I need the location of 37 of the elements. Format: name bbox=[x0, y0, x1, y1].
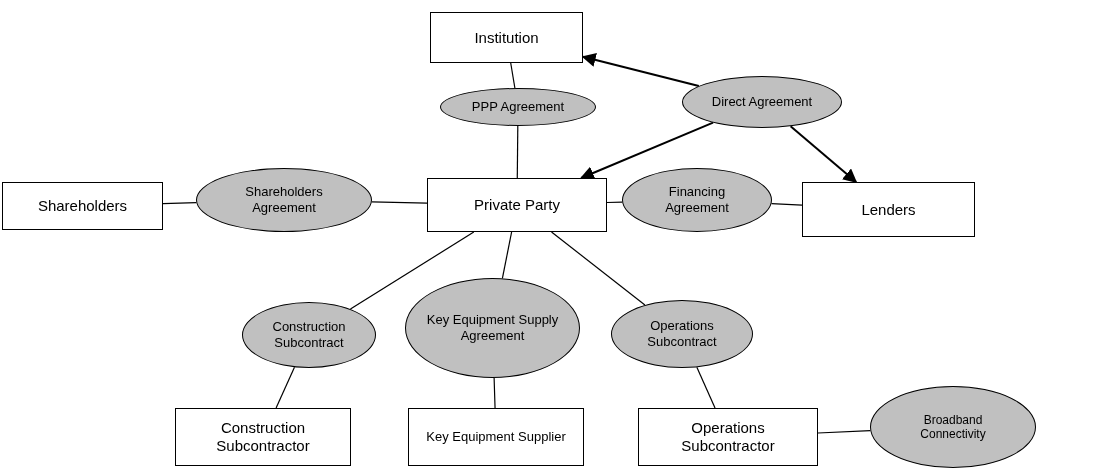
node-label: Shareholders Agreement bbox=[244, 184, 324, 216]
node-label: Financing Agreement bbox=[664, 184, 730, 216]
connector-line bbox=[493, 377, 496, 409]
party-box bbox=[427, 178, 607, 232]
node-label: Shareholders bbox=[37, 197, 128, 215]
node-label: Private Party bbox=[474, 196, 560, 214]
connector-line bbox=[510, 62, 516, 89]
node-label: Construction Subcontract bbox=[271, 319, 347, 351]
node-label: Operations Subcontractor bbox=[680, 419, 776, 455]
arrow bbox=[581, 53, 700, 88]
connector-line bbox=[275, 366, 296, 409]
party-box bbox=[408, 408, 584, 466]
node-label: Construction Subcontractor bbox=[215, 419, 311, 455]
node-label: Key Equipment Supply Agreement bbox=[426, 312, 559, 344]
connector-line bbox=[516, 125, 519, 179]
connector-line bbox=[371, 201, 428, 204]
party-box bbox=[175, 408, 351, 466]
node-label: Direct Agreement bbox=[711, 94, 813, 110]
connector-line bbox=[501, 231, 513, 279]
connector-line bbox=[817, 430, 871, 434]
node-label: Institution bbox=[474, 28, 539, 47]
connector-line bbox=[162, 202, 197, 205]
party-box bbox=[430, 12, 583, 63]
connector-line bbox=[349, 231, 475, 310]
node-label: Broadband Connectivity bbox=[919, 412, 987, 442]
node-label: Key Equipment Supplier bbox=[426, 429, 566, 445]
node-label: PPP Agreement bbox=[471, 99, 565, 115]
connector-line bbox=[696, 366, 716, 409]
party-box bbox=[802, 182, 975, 237]
arrow bbox=[579, 121, 715, 180]
node-label: Operations Subcontract bbox=[646, 318, 718, 350]
party-box bbox=[638, 408, 818, 466]
connector-line bbox=[606, 201, 623, 204]
party-box bbox=[2, 182, 163, 230]
connector-line bbox=[770, 203, 803, 206]
node-label: Lenders bbox=[861, 200, 916, 219]
connector-line bbox=[550, 231, 646, 306]
